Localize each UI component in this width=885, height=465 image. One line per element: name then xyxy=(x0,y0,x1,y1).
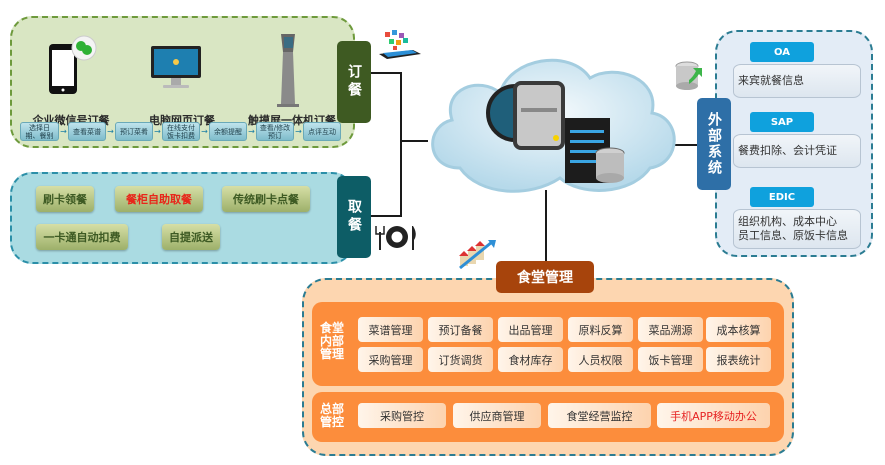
pickup-tab[interactable]: 取餐 xyxy=(337,176,371,258)
internal-management-band: 食堂内部管理 xyxy=(312,302,784,386)
hq-module-button[interactable]: 供应商管理 xyxy=(453,403,541,428)
channel-wechat[interactable]: 企业微信号订餐 xyxy=(16,34,126,127)
module-button[interactable]: 预订备餐 xyxy=(428,317,493,342)
system-tag-oa[interactable]: OA xyxy=(750,42,814,62)
connector-line xyxy=(668,144,698,146)
flow-step: 点评互动 xyxy=(303,122,341,141)
arrow-right-icon: → xyxy=(201,127,208,136)
module-button[interactable]: 出品管理 xyxy=(498,317,563,342)
module-button[interactable]: 菜品溯源 xyxy=(638,317,703,342)
pickup-item[interactable]: 一卡通自动扣费 xyxy=(36,224,128,250)
connector-line xyxy=(400,72,402,217)
tablet-apps-icon xyxy=(379,30,421,59)
arrow-right-icon: → xyxy=(107,127,114,136)
arrow-right-icon: → xyxy=(295,127,302,136)
pickup-panel: 刷卡领餐 餐柜自助取餐 传统刷卡点餐 一卡通自动扣费 自提派送 xyxy=(10,172,354,264)
hq-module-button[interactable]: 食堂经营监控 xyxy=(548,403,651,428)
arrow-right-icon: → xyxy=(154,127,161,136)
module-button[interactable]: 订货调货 xyxy=(428,347,493,372)
module-button[interactable]: 采购管理 xyxy=(358,347,423,372)
flow-step: 选择日期、餐别 xyxy=(20,122,59,141)
growth-buildings-icon xyxy=(459,240,496,270)
wechat-phone-icon xyxy=(49,35,97,94)
system-tag-edic[interactable]: EDIC xyxy=(750,187,814,207)
module-button[interactable]: 菜谱管理 xyxy=(358,317,423,342)
cloud-server-icon xyxy=(431,58,676,193)
flow-step: 查看/修改预订 xyxy=(256,122,294,141)
channel-web[interactable]: 电脑网页订餐 xyxy=(127,34,237,127)
pickup-item[interactable]: 传统刷卡点餐 xyxy=(222,186,310,212)
flow-step: 在线支付饭卡扣费 xyxy=(162,122,200,141)
flow-step: 查看菜谱 xyxy=(68,122,106,141)
module-button[interactable]: 成本核算 xyxy=(706,317,771,342)
module-button[interactable]: 人员权限 xyxy=(568,347,633,372)
module-button[interactable]: 饭卡管理 xyxy=(638,347,703,372)
server-tower-icon xyxy=(513,81,565,150)
flow-step: 余额提醒 xyxy=(209,122,247,141)
system-desc-oa: 来宾就餐信息 xyxy=(733,64,861,98)
connector-line xyxy=(400,140,428,142)
internal-management-label: 食堂内部管理 xyxy=(320,321,345,361)
ordering-panel: 企业微信号订餐 电脑网页订餐 触摸屏一体机订餐 选择日期、餐别 → 查看菜谱 →… xyxy=(10,16,355,148)
system-desc-edic: 组织机构、成本中心 员工信息、原饭卡信息 xyxy=(733,209,861,249)
flow-step: 预订菜肴 xyxy=(115,122,153,141)
pickup-item[interactable]: 自提派送 xyxy=(162,224,220,250)
module-button[interactable]: 原料反算 xyxy=(568,317,633,342)
arrow-right-icon: → xyxy=(248,127,255,136)
kiosk-icon xyxy=(277,34,299,107)
system-tag-sap[interactable]: SAP xyxy=(750,112,814,132)
channel-kiosk[interactable]: 触摸屏一体机订餐 xyxy=(237,34,347,127)
system-desc-sap: 餐费扣除、会计凭证 xyxy=(733,134,861,168)
dining-utensils-icon xyxy=(375,226,416,250)
module-button[interactable]: 食材库存 xyxy=(498,347,563,372)
hq-module-button[interactable]: 采购管控 xyxy=(358,403,446,428)
ordering-flow: 选择日期、餐别 → 查看菜谱 → 预订菜肴 → 在线支付饭卡扣费 → 余额提醒 … xyxy=(20,122,341,141)
connector-line xyxy=(371,72,401,74)
connector-line xyxy=(545,190,547,262)
connector-line xyxy=(371,215,401,217)
arrow-right-icon: → xyxy=(60,127,67,136)
module-button[interactable]: 报表统计 xyxy=(706,347,771,372)
desktop-monitor-icon xyxy=(151,46,201,88)
hq-module-button-highlight[interactable]: 手机APP移动办公 xyxy=(657,403,770,428)
pickup-item-highlight[interactable]: 餐柜自助取餐 xyxy=(115,186,203,212)
database-sync-icon xyxy=(675,61,702,90)
hq-control-label: 总部管控 xyxy=(320,402,345,429)
canteen-management-title: 食堂管理 xyxy=(496,261,594,293)
pickup-item[interactable]: 刷卡领餐 xyxy=(36,186,94,212)
ordering-tab[interactable]: 订餐 xyxy=(337,41,371,123)
external-systems-tab[interactable]: 外部系统 xyxy=(697,98,731,190)
